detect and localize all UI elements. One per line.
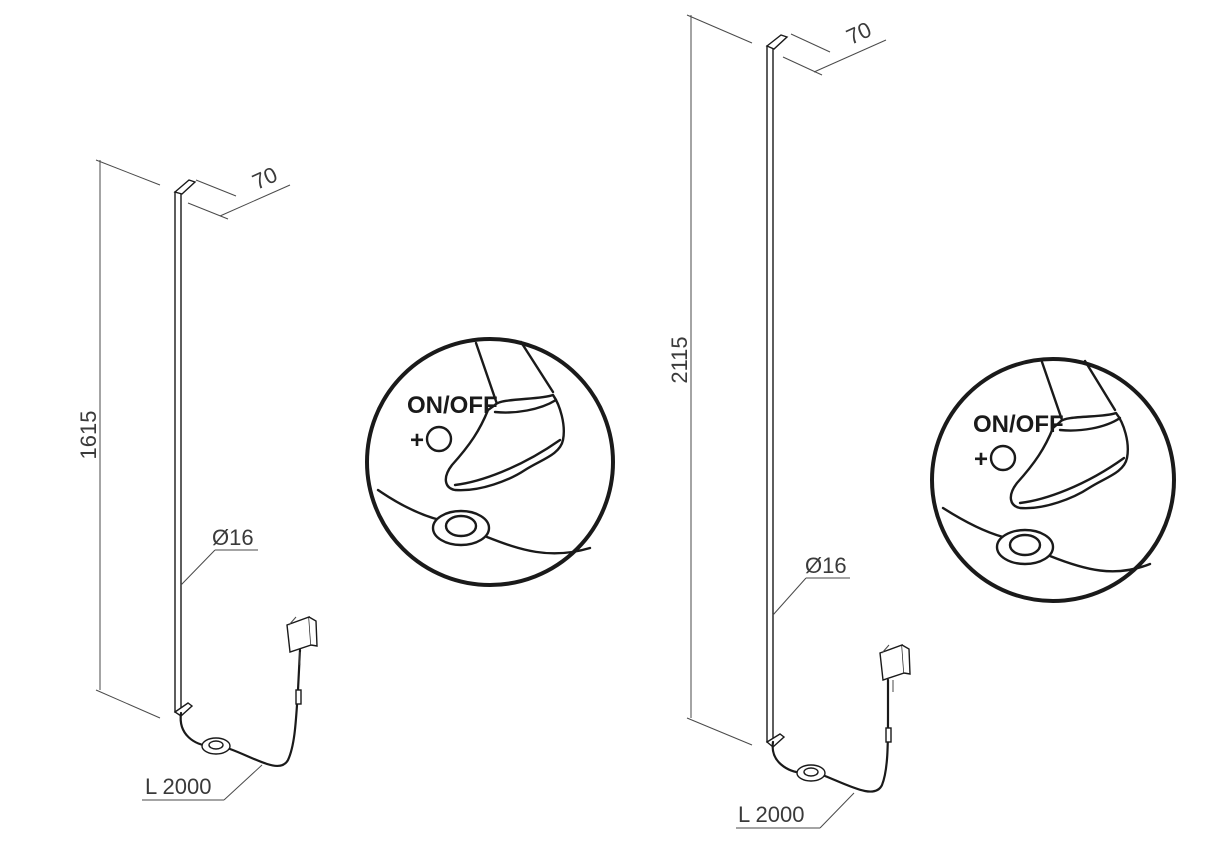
depth-label-small: 70 — [248, 162, 281, 195]
depth-label-large: 70 — [842, 17, 875, 50]
switch-label-large: ON/OFF — [973, 411, 1064, 438]
dimmer-icon-large — [989, 444, 1017, 472]
foot-switch-detail-small: ON/OFF + — [365, 337, 615, 587]
cable-assembly-small — [179, 616, 318, 767]
cable-length-callout-small: L 2000 — [142, 764, 263, 801]
lamp-large: 2115 70 Ø16 — [667, 14, 911, 829]
foot-illustration-small — [444, 340, 565, 492]
height-label-large: 2115 — [667, 336, 692, 383]
lamp-small: 1615 70 Ø16 — [76, 159, 318, 801]
floor-switch-large — [941, 506, 1152, 573]
dimmer-plus-large: + — [974, 446, 988, 473]
cable-assembly-large — [771, 644, 911, 793]
pole-large — [765, 34, 789, 748]
floor-switch-small — [376, 488, 592, 555]
height-dimension-small: 1615 — [76, 159, 161, 719]
height-label-small: 1615 — [76, 411, 101, 460]
pole-small — [173, 179, 197, 717]
cable-length-label-large: L 2000 — [738, 802, 804, 827]
dimmer-plus-small: + — [410, 427, 424, 454]
cable-length-callout-large: L 2000 — [736, 792, 855, 829]
foot-switch-detail-large: ON/OFF + — [930, 357, 1176, 603]
height-dimension-large: 2115 — [667, 14, 753, 746]
cable-length-label-small: L 2000 — [145, 774, 211, 799]
switch-label-small: ON/OFF — [407, 392, 498, 419]
diameter-callout-small: Ø16 — [180, 525, 258, 586]
diameter-label-small: Ø16 — [212, 525, 254, 550]
diameter-label-large: Ø16 — [805, 553, 847, 578]
depth-dimension-large: 70 — [782, 17, 887, 76]
diameter-callout-large: Ø16 — [772, 553, 850, 616]
dimmer-icon-small — [425, 425, 453, 453]
depth-dimension-small: 70 — [187, 162, 291, 220]
foot-illustration-large — [1009, 359, 1129, 510]
